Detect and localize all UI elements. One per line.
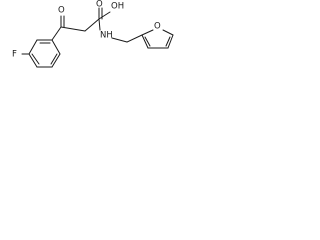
chemical-structure: F O O OH NH O	[12, 0, 174, 68]
ch2-alpha-bond	[84, 18, 100, 32]
aryl-carbonyl-bond	[51, 26, 62, 41]
acid-carbonyl-oxygen: O	[96, 0, 103, 10]
amine-ch2-bond	[111, 37, 128, 43]
ketone-group	[60, 15, 65, 28]
amine-label: NH	[100, 31, 113, 41]
fluorophenyl-ring	[28, 39, 61, 68]
hydroxyl-label: OH	[111, 2, 124, 12]
ch2-furan-bond	[126, 34, 143, 43]
carboxylic-acid-group	[98, 7, 111, 20]
carbonyl-ch2-bond	[60, 26, 86, 32]
furan-oxygen: O	[154, 22, 161, 32]
ketone-oxygen: O	[58, 6, 65, 16]
fluorine-atom: F	[12, 50, 17, 60]
furan-ring	[141, 29, 174, 49]
alpha-amine-bond	[98, 18, 101, 31]
